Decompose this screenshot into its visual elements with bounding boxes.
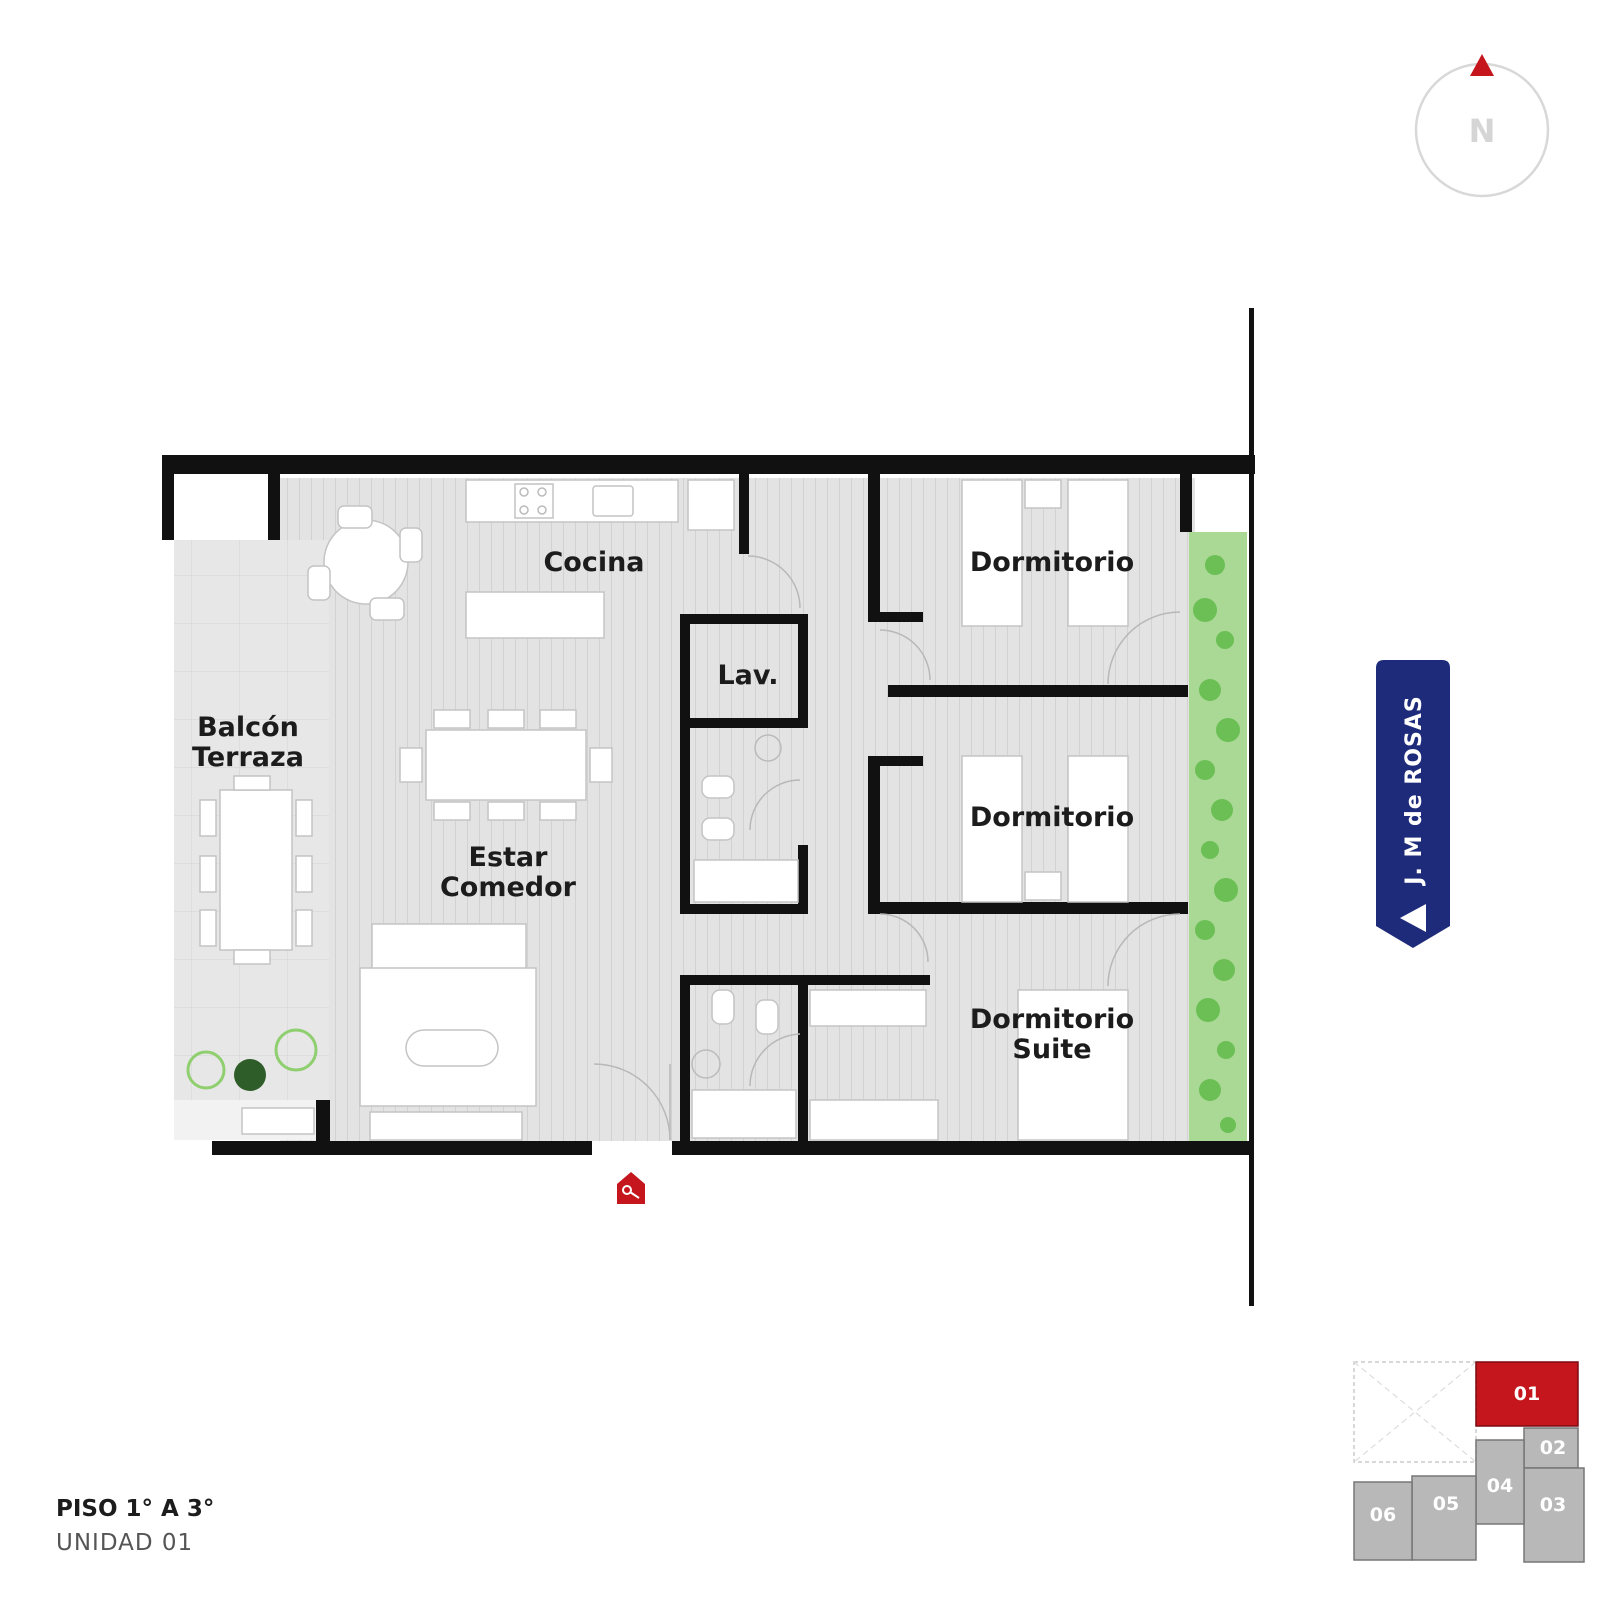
label-dormitorio-2: Dormitorio — [970, 802, 1134, 833]
bedroom-furniture — [809, 479, 1129, 1141]
label-dormitorio-suite: Dormitorio — [970, 1004, 1134, 1035]
unit-title: UNIDAD 01 — [56, 1530, 194, 1556]
svg-text:02: 02 — [1540, 1437, 1566, 1459]
kitchen-fixtures — [465, 479, 735, 639]
balcony-furniture — [186, 775, 318, 1135]
key-entrance-icon — [617, 1172, 645, 1204]
plant-icon — [186, 1050, 226, 1090]
label-estar: Estar — [469, 842, 549, 873]
room-labels: Cocina Lav. Estar Comedor Balcón Terraza… — [192, 547, 1134, 1065]
dining-table — [399, 709, 613, 821]
key-unit-01 — [1475, 1361, 1579, 1427]
walls — [162, 308, 1255, 1306]
key-unit-05 — [1411, 1475, 1477, 1561]
key-unit-03 — [1523, 1467, 1585, 1563]
plant-icon — [274, 1028, 318, 1072]
street-name: J. M de ROSAS — [1402, 695, 1427, 886]
svg-text:05: 05 — [1433, 1493, 1459, 1515]
label-lavadero: Lav. — [717, 660, 778, 691]
label-suite: Suite — [1012, 1034, 1091, 1065]
plant-icon — [234, 1059, 266, 1091]
label-terraza: Terraza — [192, 742, 304, 773]
label-balcon: Balcón — [197, 712, 299, 743]
planter-strip — [1189, 532, 1247, 1144]
svg-text:06: 06 — [1370, 1504, 1396, 1526]
north-arrow-icon — [1470, 54, 1494, 76]
round-table — [307, 505, 423, 621]
svg-text:01: 01 — [1514, 1383, 1540, 1405]
svg-text:03: 03 — [1540, 1494, 1566, 1516]
svg-text:04: 04 — [1487, 1475, 1513, 1497]
floor-title: PISO 1° A 3° — [56, 1496, 215, 1522]
compass: N — [1414, 54, 1550, 198]
label-dormitorio-1: Dormitorio — [970, 547, 1134, 578]
bathroom-fixtures — [691, 734, 799, 1139]
key-unit-04 — [1475, 1439, 1525, 1525]
key-unit-06 — [1353, 1481, 1413, 1561]
compass-label: N — [1469, 112, 1496, 150]
living-furniture — [359, 923, 537, 1141]
label-cocina: Cocina — [543, 547, 644, 578]
street-arrow-icon — [1400, 904, 1426, 932]
street-badge: J. M de ROSAS — [1376, 660, 1450, 948]
key-plan: 01 02 03 04 05 06 — [1353, 1361, 1585, 1563]
door-swings — [593, 555, 1181, 1141]
label-comedor: Comedor — [440, 872, 577, 903]
